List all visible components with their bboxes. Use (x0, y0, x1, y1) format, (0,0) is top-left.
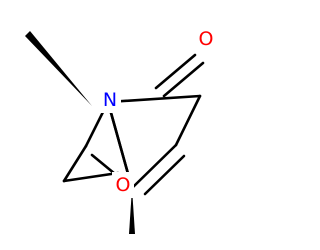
carbonyl-oxygen-mask (195, 26, 217, 52)
bond-c6-c7 (130, 143, 178, 190)
bond-c5-c6 (174, 94, 202, 147)
ring-oxygen-label: O (116, 174, 131, 196)
bond-c5-o-carbonyl-2 (162, 61, 205, 98)
methyl-hash-c8a (129, 188, 135, 234)
molecule-structure-diagram: O N O (25, 26, 217, 234)
bond-c5-o-carbonyl-1 (154, 53, 197, 90)
nitrogen-mask (99, 87, 121, 113)
bond-n4-c5 (106, 94, 202, 104)
bond-c2-c3 (62, 144, 88, 183)
carbonyl-oxygen-label: O (199, 28, 214, 50)
bond-c2-o1 (62, 171, 120, 183)
bond-c6-c7-double-line (143, 154, 186, 196)
methyl-wedge-c3 (25, 31, 92, 106)
ring-oxygen-mask (112, 172, 134, 198)
nitrogen-label: N (103, 89, 117, 111)
